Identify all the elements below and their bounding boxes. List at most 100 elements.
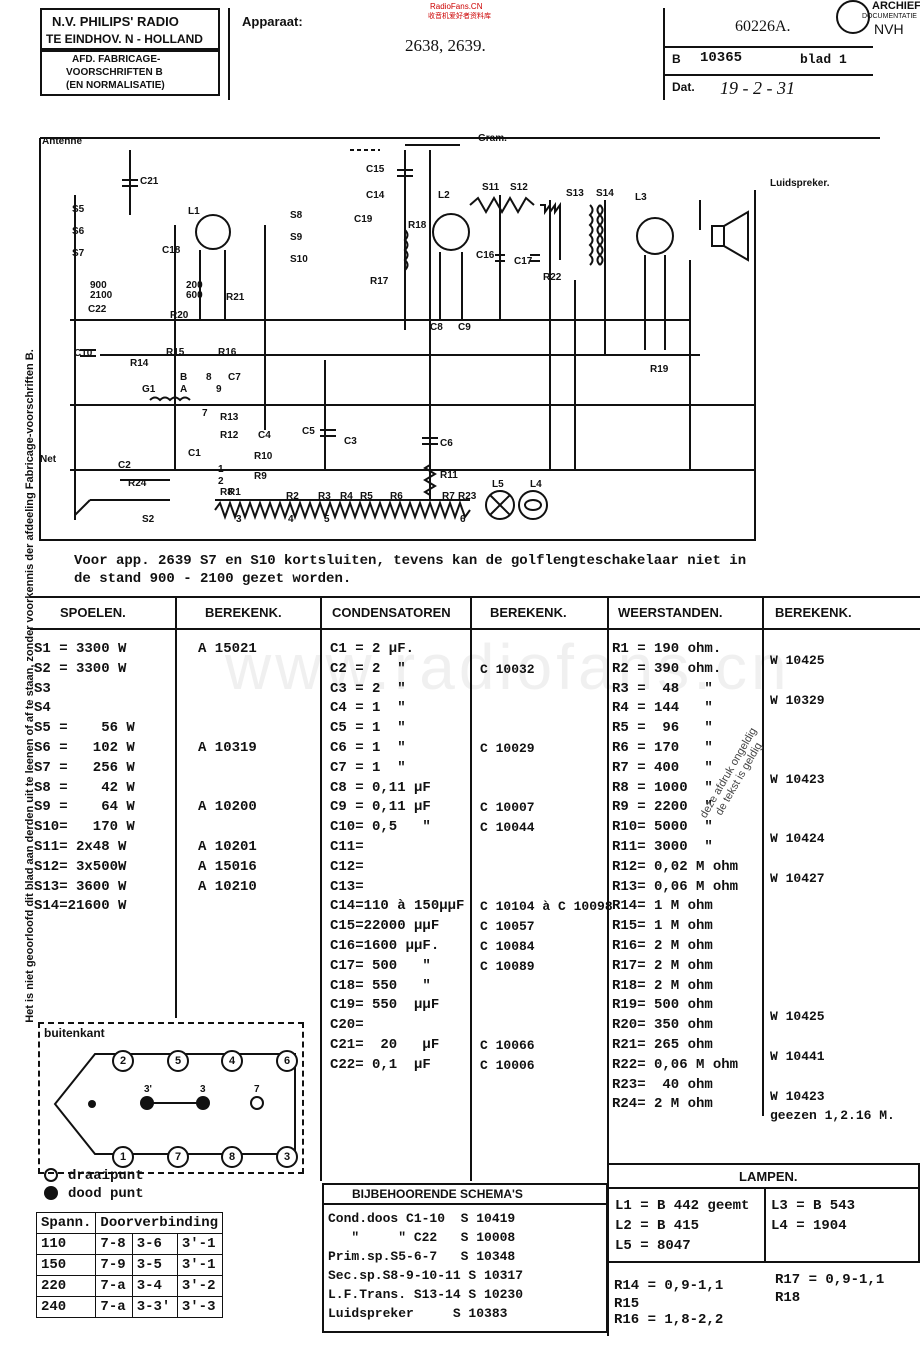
schematic-label: S11 — [482, 182, 500, 193]
schematic-label: R9 — [254, 471, 267, 482]
table-row: 240 7-a 3-3' 3'-3 — [35, 1296, 224, 1318]
plug-outline — [53, 1053, 296, 1155]
schematic-label: R23 — [458, 491, 477, 502]
schematic-label: R6 — [390, 491, 403, 502]
schematic-label: S2 — [142, 514, 155, 525]
dept-line2: VOORSCHRIFTEN B — [66, 67, 163, 78]
spoelen-header: SPOELEN. — [60, 605, 126, 620]
plug-mid-label-3: 7 — [254, 1084, 260, 1095]
schema-row: L.F.Trans. S13-14 S 10230 — [328, 1287, 524, 1302]
dept-line3: (EN NORMALISATIE) — [66, 80, 165, 91]
stamp-documentatie: DOCUMENTATIE — [862, 13, 917, 20]
schematic-label: R22 — [543, 272, 562, 283]
header-rule2 — [663, 74, 873, 76]
doc-code: 60226A. — [735, 18, 791, 35]
table-cell: 7-9 — [95, 1254, 133, 1276]
site-mark: RadioFans.CN — [430, 2, 483, 11]
schematic-label: 7 — [202, 408, 208, 419]
schematic-label: C9 — [458, 322, 471, 333]
plug-pin-bottom-1: 1 — [112, 1146, 134, 1168]
weerstanden-header: WEERSTANDEN. — [618, 605, 723, 620]
schematic-label: C21 — [140, 176, 159, 187]
schematic-label: 4 — [288, 514, 294, 525]
table-row: 110 7-8 3-6 3'-1 — [35, 1233, 224, 1255]
note-line2: de stand 900 - 2100 gezet worden. — [74, 571, 352, 587]
schematic-label: S7 — [72, 248, 85, 259]
schematic-label: R1 — [228, 487, 241, 498]
r-bottom-row1b: R17 = 0,9-1,1 — [775, 1272, 885, 1288]
schema-row: " " C22 S 10008 — [328, 1230, 516, 1245]
stamp-archief: ARCHIEF — [872, 0, 920, 12]
schematic-label: R20 — [170, 310, 189, 321]
schematic-label: C2 — [118, 460, 131, 471]
table-cell: 3-5 — [131, 1254, 178, 1276]
schematic-label: L1 — [188, 206, 200, 217]
schematic-label: R4 — [340, 491, 353, 502]
table-cell: 7-a — [95, 1296, 133, 1318]
draaipunt-legend-icon — [44, 1168, 58, 1182]
schematic-label: C5 — [302, 426, 315, 437]
schematic-label: 900 — [90, 280, 107, 291]
schematic-label: C16 — [476, 250, 495, 261]
schemas-title: BIJBEHOORENDE SCHEMA'S — [352, 1187, 523, 1201]
schemas-rule — [324, 1203, 608, 1205]
dept-box: AFD. FABRICAGE- VOORSCHRIFTEN B (EN NORM… — [40, 50, 220, 96]
schematic-label: Gram. — [478, 133, 507, 144]
condens-berekenk-header: BEREKENK. — [490, 605, 567, 620]
tables-top-rule — [30, 596, 920, 598]
col-divider-5 — [762, 596, 764, 1116]
archive-seal-icon — [836, 0, 870, 34]
table-row: 220 7-a 3-4 3'-2 — [35, 1275, 224, 1297]
r-bottom-row1: R14 = 0,9-1,1 — [614, 1278, 724, 1294]
apparaat-value: 2638, 2639. — [405, 36, 486, 55]
schematic-label: S9 — [290, 232, 303, 243]
schemas-list: Cond.doos C1-10 S 10419 " " C22 S 10008 … — [328, 1209, 523, 1323]
schematic-label: 8 — [206, 372, 212, 383]
col-divider-4 — [607, 596, 609, 1336]
plug-pin-top-2: 5 — [167, 1050, 189, 1072]
schematic-label: R8 — [220, 487, 233, 498]
schematic-label: R17 — [370, 276, 389, 287]
table-cell: 3'-1 — [176, 1254, 224, 1276]
schematic-label: C14 — [366, 190, 385, 201]
schematic-label: S8 — [290, 210, 303, 221]
table-cell: 3-3' — [131, 1296, 178, 1318]
voltage-header-spann: Spann. — [35, 1212, 97, 1234]
lampen-left: L1 = B 442 geemt L2 = B 415 L5 = 8047 — [615, 1198, 750, 1254]
table-cell: 150 — [35, 1254, 97, 1276]
header-rule1 — [663, 46, 873, 48]
schematic-label: Antenne — [42, 136, 82, 147]
doodpunt-legend-icon — [44, 1186, 58, 1200]
schematic-label: R24 — [128, 478, 147, 489]
schematic-label: S12 — [510, 182, 528, 193]
schematic-label: L5 — [492, 479, 504, 490]
schematic-label: R15 — [166, 347, 185, 358]
schematic-label: C17 — [514, 256, 533, 267]
schema-row: Cond.doos C1-10 S 10419 — [328, 1211, 516, 1226]
schematic-label: R7 — [442, 491, 455, 502]
plug-point-3prime — [140, 1096, 154, 1110]
schematic-label: C19 — [354, 214, 373, 225]
plug-mid-label-2: 3 — [200, 1084, 206, 1095]
b-value: 10365 — [700, 50, 743, 66]
schematic-label: L2 — [438, 190, 450, 201]
table-cell: 220 — [35, 1275, 97, 1297]
table-cell: 3'-3 — [176, 1296, 224, 1318]
table-row: 150 7-9 3-5 3'-1 — [35, 1254, 224, 1276]
plug-pin-bottom-2: 7 — [167, 1146, 189, 1168]
schematic-label: S10 — [290, 254, 308, 265]
schematic-label: R19 — [650, 364, 669, 375]
schema-row: Prim.sp.S5-6-7 S 10348 — [328, 1249, 516, 1264]
schematic-label: 600 — [186, 290, 203, 301]
lampen-divider — [764, 1187, 766, 1263]
schematic-label: B — [180, 372, 187, 383]
schematic-label: C10 — [74, 348, 93, 359]
col-divider-1 — [175, 596, 177, 1018]
lampen-box: LAMPEN. L1 = B 442 geemt L2 = B 415 L5 =… — [607, 1163, 920, 1263]
schematic-label: L3 — [635, 192, 647, 203]
weerst-berekenk-list: W 10425 W 10329 W 10423 W 10424 W 10427 … — [770, 653, 895, 1124]
weerstanden-list: R1 = 190 ohm. R2 = 390 ohm. R3 = 48 " R4… — [612, 641, 739, 1113]
voltage-header-doorverbinding: Doorverbinding — [95, 1212, 224, 1234]
schemas-box: BIJBEHOORENDE SCHEMA'S Cond.doos C1-10 S… — [322, 1183, 608, 1333]
